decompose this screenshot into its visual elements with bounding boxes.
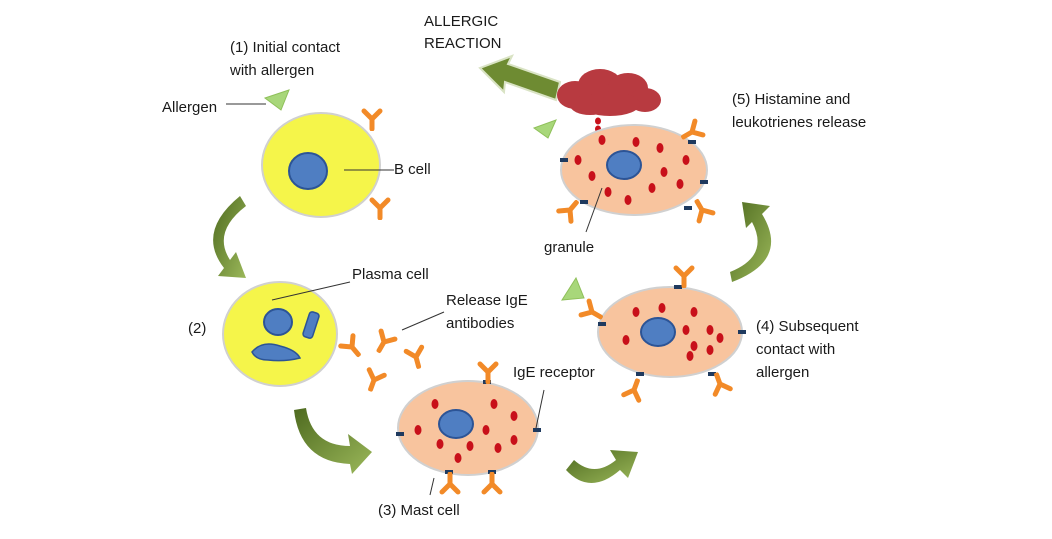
mast-cell-5 [559,121,713,221]
cycle-arrow-3-4 [566,450,638,483]
step4-label: (4) Subsequent [756,318,859,335]
allergen-label: Allergen [162,99,217,116]
allergen-icon [561,276,585,301]
cycle-arrow-1-2 [213,196,246,278]
step2-label: (2) [188,320,206,337]
plasma-nucleus [263,308,293,336]
allergic-reaction-label: ALLERGIC [424,13,498,30]
cycle-arrow-2-3 [294,408,372,474]
granules [414,399,518,463]
step5-label: (5) Histamine and [732,91,850,108]
allergen-icon [532,119,557,139]
allergic-reaction-arrow [478,54,562,102]
step1-label: (1) Initial contact [230,39,341,56]
release-ige-label: antibodies [446,315,514,332]
b-cell-nucleus [288,152,328,190]
step1-label: with allergen [229,62,314,79]
ige-receptor-label: IgE receptor [513,364,595,381]
b-cell-label: B cell [394,161,431,178]
mast-nucleus [438,409,474,439]
mast-cell-3 [396,364,541,492]
cycle-arrow-4-5 [730,202,772,282]
step4-label: allergen [756,364,809,381]
plasma-cell [222,281,338,387]
plasma-er [251,343,302,362]
plasma-cell-label: Plasma cell [352,266,429,283]
step5-label: leukotrienes release [732,114,866,131]
allergic-reaction-label: REACTION [424,35,502,52]
release-ige-label: Release IgE [446,292,528,309]
step4-label: contact with [756,341,835,358]
granule-label: granule [544,239,594,256]
b-cell-antibody [364,111,380,129]
allergen-icon [263,89,290,111]
b-cell-antibody [372,200,388,218]
histamine-cloud [557,69,661,116]
plasma-vesicle [302,311,320,339]
ige-antibodies [341,331,427,392]
b-cell [261,111,388,218]
mast-cell-4 [581,268,746,400]
mast-cell-label: (3) Mast cell [378,502,460,519]
